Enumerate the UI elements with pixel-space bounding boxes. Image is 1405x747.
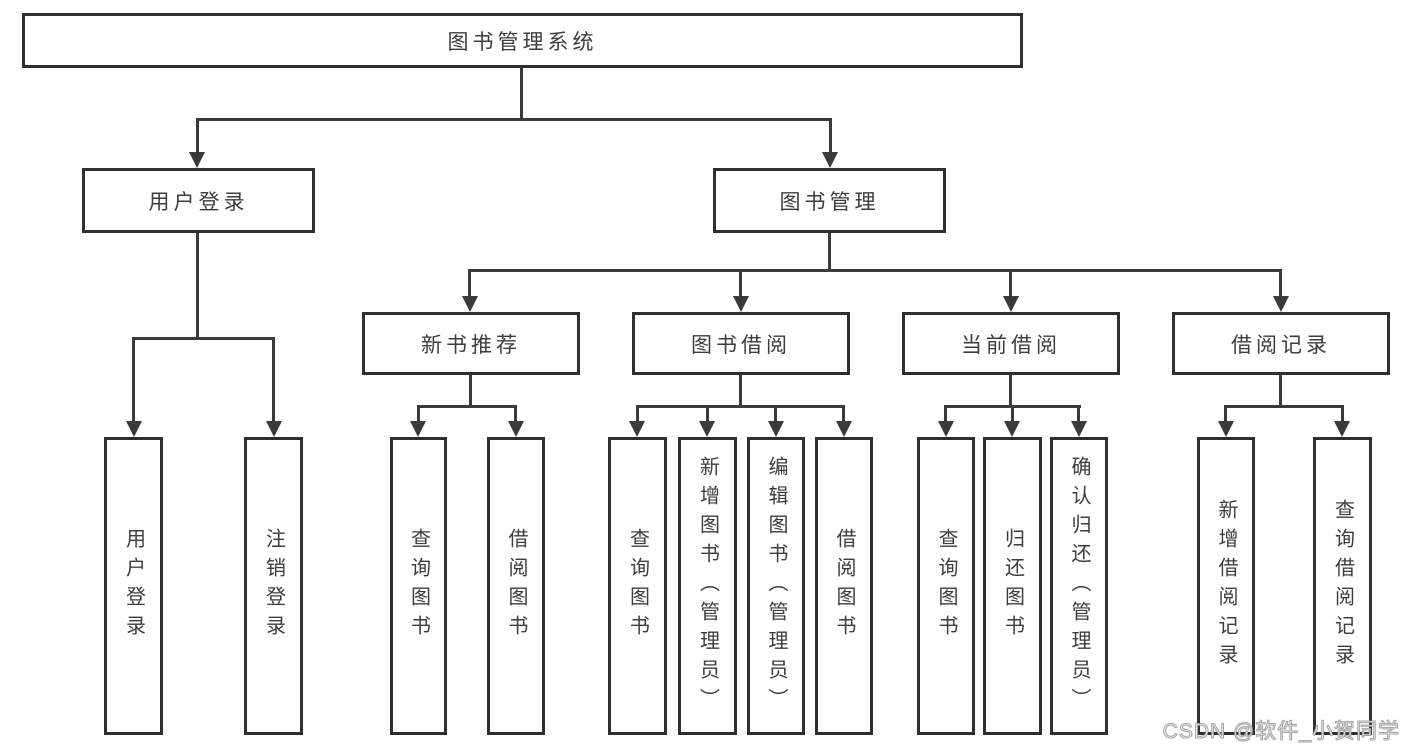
connector-line (706, 405, 709, 423)
connector-line (196, 233, 199, 338)
node-current-borrowing: 当前借阅 (902, 312, 1120, 375)
arrowhead-icon (1071, 421, 1087, 437)
connector-line (196, 118, 199, 155)
connector-line (1279, 269, 1282, 298)
leaf-query-books-current: 查询图书 (917, 437, 975, 735)
node-book-management: 图书管理 (713, 168, 946, 233)
leaf-user-login: 用户登录 (104, 437, 163, 735)
leaf-query-borrow-record: 查询借阅记录 (1313, 437, 1372, 735)
connector-line (829, 118, 832, 155)
arrowhead-icon (189, 152, 205, 168)
arrowhead-icon (938, 421, 954, 437)
leaf-logout: 注销登录 (244, 437, 303, 735)
leaf-add-borrow-record: 新增借阅记录 (1197, 437, 1255, 735)
connector-line (1279, 375, 1282, 407)
connector-line (196, 118, 832, 121)
arrowhead-icon (836, 421, 852, 437)
leaf-query-books-recommend: 查询图书 (390, 437, 447, 735)
leaf-edit-book-admin: 编辑图书（管理员） (747, 437, 805, 735)
connector-line (272, 337, 275, 424)
connector-line (739, 375, 742, 407)
node-borrowing-records: 借阅记录 (1172, 312, 1390, 375)
connector-line (636, 405, 639, 423)
arrowhead-icon (629, 421, 645, 437)
node-user-login: 用户登录 (82, 168, 315, 233)
arrowhead-icon (733, 296, 749, 312)
connector-line (1011, 405, 1014, 423)
leaf-borrow-books: 借阅图书 (815, 437, 873, 735)
node-new-book-recommend: 新书推荐 (362, 312, 580, 375)
arrowhead-icon (1218, 421, 1234, 437)
arrowhead-icon (462, 296, 478, 312)
leaf-query-books-borrowing: 查询图书 (608, 437, 667, 735)
node-library-system: 图书管理系统 (22, 13, 1023, 68)
connector-line (417, 405, 420, 423)
arrowhead-icon (410, 421, 426, 437)
leaf-add-book-admin: 新增图书（管理员） (678, 437, 737, 735)
connector-line (417, 405, 517, 408)
connector-line (1224, 405, 1343, 408)
arrowhead-icon (1003, 296, 1019, 312)
arrowhead-icon (126, 421, 142, 437)
arrowhead-icon (1004, 421, 1020, 437)
connector-line (468, 269, 1282, 272)
connector-line (739, 269, 742, 298)
arrowhead-icon (1273, 296, 1289, 312)
csdn-watermark: CSDN @软件_小贺同学 (1162, 720, 1400, 744)
connector-line (828, 233, 831, 272)
connector-line (1009, 375, 1012, 407)
leaf-return-books: 归还图书 (983, 437, 1042, 735)
connector-line (774, 405, 777, 423)
connector-line (469, 375, 472, 408)
connector-line (1077, 405, 1080, 423)
node-book-borrowing: 图书借阅 (632, 312, 850, 375)
connector-line (1009, 269, 1012, 298)
arrowhead-icon (822, 152, 838, 168)
connector-line (514, 405, 517, 423)
connector-line (1224, 405, 1227, 423)
connector-line (944, 405, 947, 423)
connector-line (1341, 405, 1344, 423)
connector-line (520, 68, 523, 118)
arrowhead-icon (699, 421, 715, 437)
leaf-confirm-return-admin: 确认归还（管理员） (1050, 437, 1108, 735)
connector-line (132, 337, 135, 424)
arrowhead-icon (266, 421, 282, 437)
connector-line (468, 269, 471, 298)
connector-line (842, 405, 845, 423)
leaf-borrow-books-recommend: 借阅图书 (487, 437, 545, 735)
connector-line (132, 337, 275, 340)
arrowhead-icon (1334, 421, 1350, 437)
connector-line (636, 405, 845, 408)
arrowhead-icon (508, 421, 524, 437)
arrowhead-icon (768, 421, 784, 437)
